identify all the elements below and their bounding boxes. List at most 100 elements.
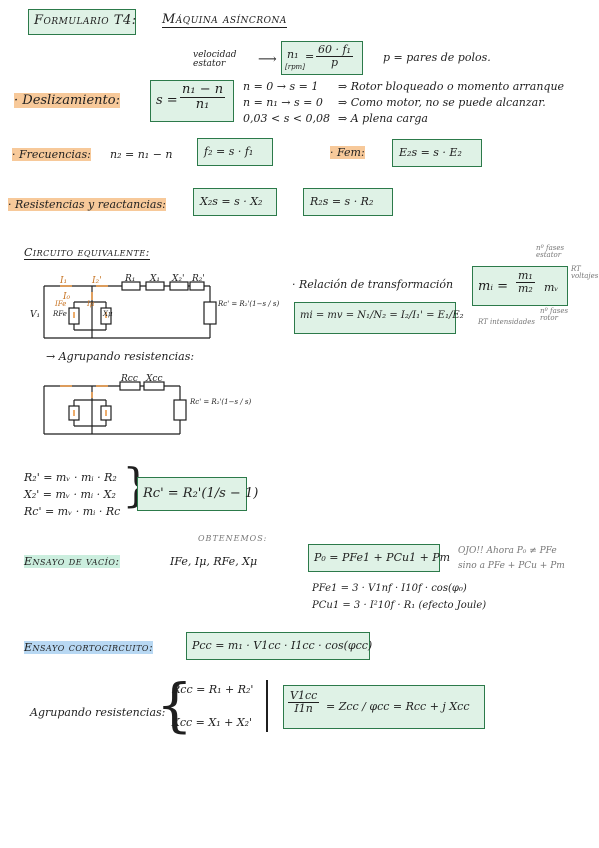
mi-lhs: mᵢ =: [478, 279, 508, 294]
n1-denominator: p: [330, 55, 338, 69]
arrow-icon: ⟶: [258, 52, 277, 67]
shortcircuit-label-text: Ensayo cortocircuito:: [24, 641, 154, 654]
rc-formula-box: [137, 477, 247, 511]
circuit-i2p-label: I₂': [92, 276, 102, 286]
grouping-label: Agrupando resistencias:: [30, 706, 166, 719]
case1-cond: n = 0 → s = 1: [243, 80, 319, 93]
ojo-line-1: OJO!! Ahora P₀ ≠ PFe: [458, 546, 557, 556]
velocidad-estator-note: velocidad estator: [193, 50, 237, 69]
grouping-left-bracket-icon: {: [156, 671, 193, 739]
circuit-i1-label: I₁: [60, 276, 68, 286]
formulario-label: Formulario T4:: [34, 13, 137, 28]
grouped-load-label: Rc' = R₂'(1−s / s): [190, 398, 252, 406]
resistencias-label-text: · Resistencias y reactancias:: [8, 198, 166, 211]
note-phases-stator: nº fases estator: [536, 244, 565, 259]
transformation-label: · Relación de transformación: [292, 278, 454, 291]
n1-unit: [rpm]: [285, 63, 305, 71]
xcc-formula: Xcc = X₁ + X₂': [172, 716, 253, 729]
fem-formula: E₂s = s · E₂: [399, 146, 462, 159]
pole-note: p = pares de polos.: [383, 51, 491, 64]
case3-cond: 0,03 < s < 0,08: [243, 112, 331, 125]
equals-sign: =: [305, 50, 315, 63]
circuit-i0-label: I₀: [63, 292, 71, 302]
resistencias-label: · Resistencias y reactancias:: [8, 198, 166, 211]
equivalent-circuit-diagram: [43, 281, 217, 339]
r2s-formula-box: [303, 188, 393, 216]
circuit-r2p-label: R₂': [192, 274, 205, 284]
pfe-formula: PFe1 = 3 · V1nf · I10f · cos(φ₀): [312, 583, 467, 594]
page-title: Máquina asíncrona: [162, 12, 287, 28]
slip-numerator: n₁ − n: [180, 82, 226, 98]
slip-denominator: n₁: [195, 96, 210, 112]
grouped-circuit-diagram: [43, 381, 187, 435]
formulario-label-box: [28, 9, 136, 35]
referred-r2: R₂' = mᵥ · mᵢ · R₂: [24, 471, 117, 484]
zcc-formula-box: [283, 685, 485, 729]
transformation-box: [294, 302, 456, 334]
referred-rc: Rc' = mᵥ · mᵢ · Rc: [24, 505, 121, 518]
n2-relation: n₂ = n₁ − n: [110, 148, 173, 161]
noload-values: IFe, Iμ, RFe, Xμ: [170, 555, 258, 568]
ojo-line-2: sino a PFe + PCu + Pm: [458, 561, 565, 571]
p0-formula-box: [308, 544, 440, 572]
rcc-formula: Rcc = R₁ + R₂': [172, 683, 254, 696]
slip-formula-box: [150, 80, 234, 122]
mi-numerator: m₁: [516, 269, 535, 283]
circuit-ife-label: IFe: [55, 300, 67, 308]
case1-desc: ⇒ Rotor bloqueado o momento arranque: [338, 80, 565, 93]
case3-desc: ⇒ A plena carga: [338, 112, 428, 125]
f2-formula: f₂ = s · f₁: [204, 145, 254, 158]
circuit-load-label: Rc' = R₂'(1−s / s): [218, 300, 280, 308]
p0-formula: P₀ = PFe1 + PCu1 + Pm: [314, 551, 451, 564]
mi-tail: mᵥ: [544, 281, 559, 294]
case2-cond: n = n₁ → s = 0: [243, 96, 323, 109]
circuit-imu-label: Iμ: [87, 300, 95, 308]
referred-x2: X₂' = mᵥ · mᵢ · X₂: [24, 488, 116, 501]
fem-label-text: · Fem:: [330, 146, 365, 159]
circuit-v1-label: V₁: [30, 310, 41, 320]
pcc-formula: Pcc = m₁ · V1cc · I1cc · cos(φcc): [192, 639, 373, 652]
grouping-right-bar: [266, 680, 268, 732]
noload-label-text: Ensayo de vacío:: [24, 555, 120, 568]
n1-numerator: 60 · f₁: [316, 43, 353, 57]
r2s-formula: R₂s = s · R₂: [310, 195, 374, 208]
circuit-rfe-label: RFe: [53, 310, 67, 318]
shortcircuit-label: Ensayo cortocircuito:: [24, 641, 154, 654]
note-rt-voltages: RT voltajes: [571, 265, 599, 280]
f2-formula-box: [197, 138, 273, 166]
deslizamiento-label: · Deslizamiento:: [14, 93, 120, 108]
grouped-rcc-label: Rcc: [121, 374, 138, 384]
n1-lhs: n₁: [287, 48, 299, 61]
circuit-x2p-label: X₂': [172, 274, 185, 284]
n1-formula-box: [281, 41, 363, 75]
frecuencias-label-text: · Frecuencias:: [12, 148, 91, 161]
grouped-xcc-label: Xcc: [146, 374, 163, 384]
note-rt-currents: RT intensidades: [478, 318, 535, 326]
slip-lhs: s =: [156, 93, 178, 108]
obtenemos-label: OBTENEMOS:: [198, 534, 268, 543]
x2s-formula-box: [193, 188, 277, 216]
case2-desc: ⇒ Como motor, no se puede alcanzar.: [338, 96, 546, 109]
mi-denominator: m₂: [518, 281, 533, 295]
fem-label: · Fem:: [330, 146, 365, 159]
x2s-formula: X₂s = s · X₂: [200, 195, 263, 208]
frecuencias-label: · Frecuencias:: [12, 148, 91, 161]
deslizamiento-label-text: · Deslizamiento:: [14, 93, 120, 108]
circuit-x1-label: X₁: [150, 274, 161, 284]
zcc-numerator: V1cc: [288, 689, 320, 703]
note-phases-rotor: nº fases rotor: [540, 307, 569, 322]
circuit-r1-label: R₁: [125, 274, 136, 284]
pcc-formula-box: [186, 632, 370, 660]
circuito-title: Circuito equivalente:: [24, 246, 150, 260]
zcc-tail: = Zcc / φcc = Rcc + j Xcc: [326, 700, 470, 713]
noload-label: Ensayo de vacío:: [24, 555, 120, 568]
pcu-formula: PCu1 = 3 · I²10f · R₁ (efecto Joule): [312, 600, 487, 611]
fem-formula-box: [392, 139, 482, 167]
transformation-formula: mi = mv = N₁/N₂ = I₂/I₁' = E₁/E₂: [300, 310, 464, 321]
grouping-subtitle: → Agrupando resistencias:: [46, 350, 195, 363]
mi-box: [472, 266, 568, 306]
